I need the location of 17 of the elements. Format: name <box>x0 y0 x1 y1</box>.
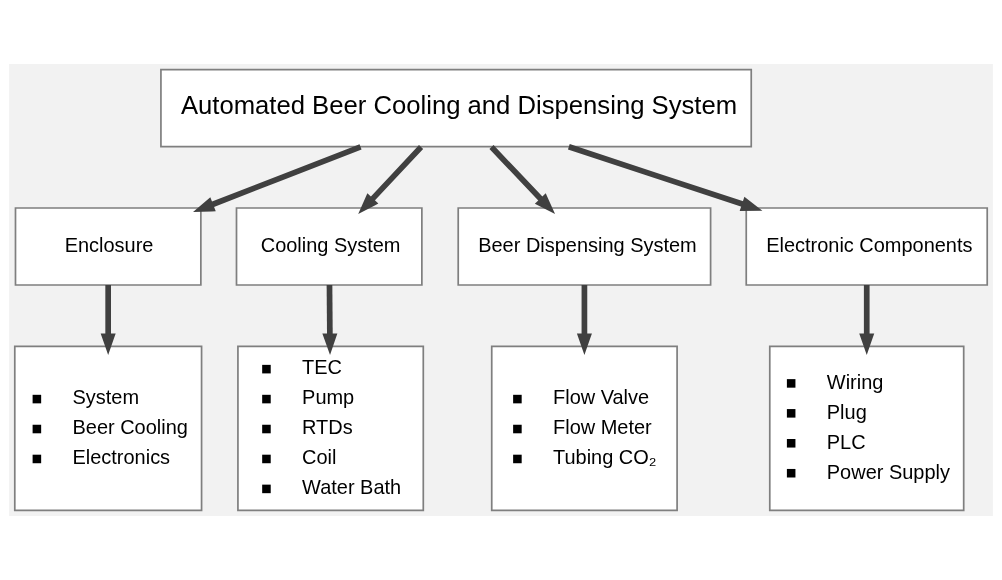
arrow <box>576 285 592 355</box>
arrow <box>322 285 338 355</box>
node-box: System Beer Cooling Electronics <box>13 345 203 512</box>
node-box: Electronic Components <box>745 207 989 286</box>
node-box: Cooling System <box>235 207 423 286</box>
arrow <box>193 144 362 213</box>
arrow <box>358 145 424 215</box>
node-box: Beer Dispensing System <box>457 207 712 286</box>
arrow <box>489 145 556 215</box>
node-box: Enclosure <box>14 207 202 286</box>
node-box: Flow Valve Flow Meter Tubing CO₂ <box>490 345 678 512</box>
arrow <box>100 285 116 355</box>
node-box: Wiring Plug PLC Power Supply <box>768 345 965 512</box>
node-box: Automated Beer Cooling and Dispensing System <box>160 68 753 148</box>
arrow <box>567 144 763 212</box>
node-box: TEC Pump RTDs Coil Water Bath <box>237 345 425 512</box>
arrow <box>859 285 875 355</box>
